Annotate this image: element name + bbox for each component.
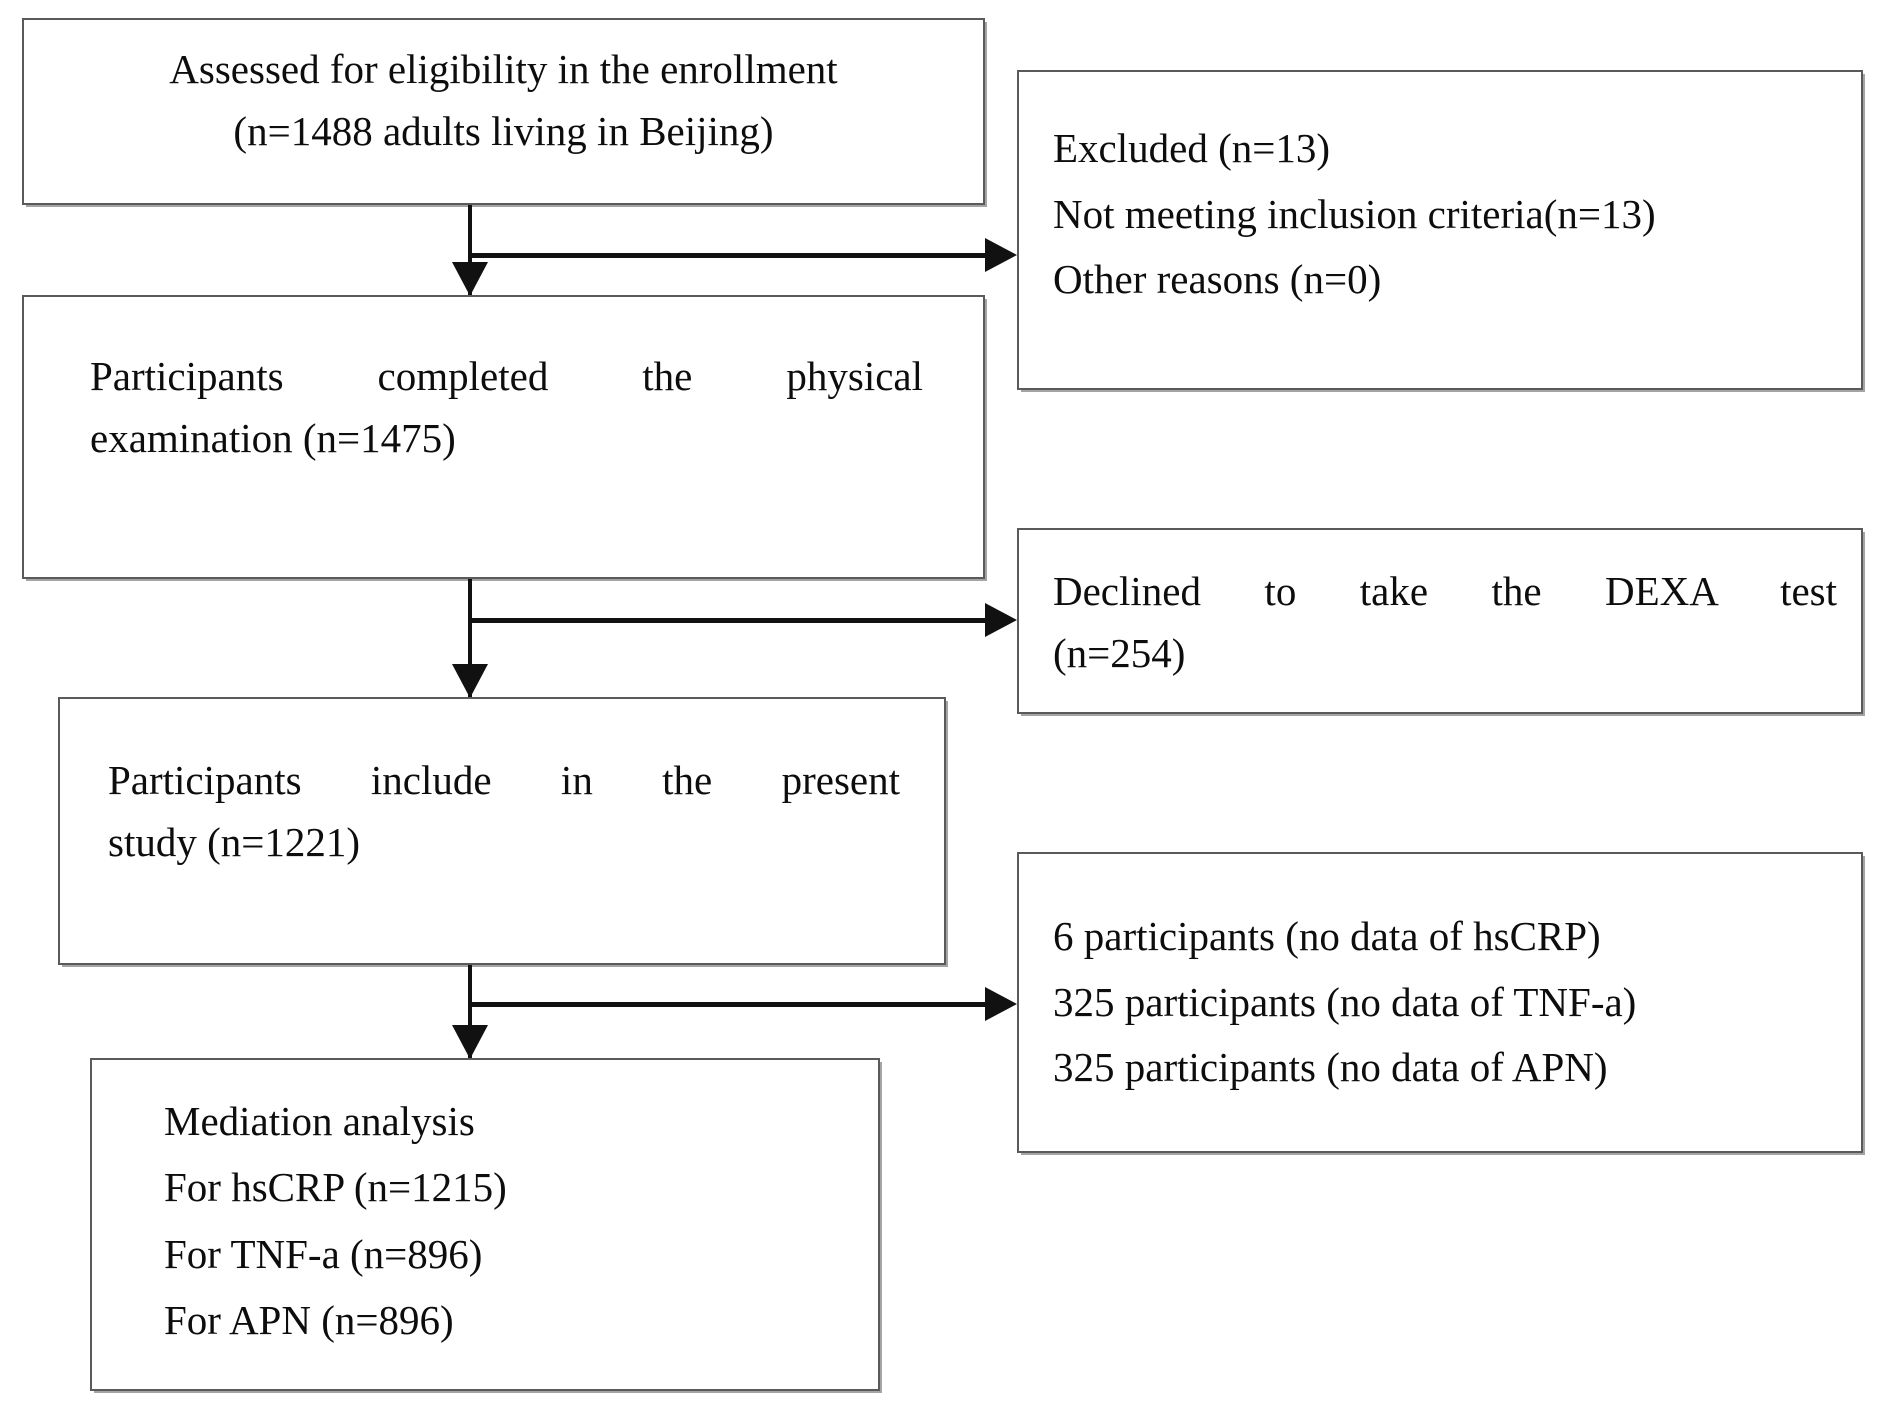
excluded-line-2: Not meeting inclusion criteria(n=13)	[1053, 190, 1656, 237]
node-physical-exam-text: Participants completed the physical exam…	[24, 345, 983, 470]
node-excluded: Excluded (n=13) Not meeting inclusion cr…	[1017, 70, 1863, 390]
connector-stem-eligibility-to-physical-exam	[468, 205, 472, 295]
node-assessed-for-eligibility: Assessed for eligibility in the enrollme…	[22, 18, 985, 205]
arrowhead-right-to-missing-data	[985, 987, 1017, 1021]
node-included-text: Participants include in the present stud…	[60, 749, 944, 874]
node-missing-biomarker-data: 6 participants (no data of hsCRP) 325 pa…	[1017, 852, 1863, 1153]
node-excluded-text: Excluded (n=13) Not meeting inclusion cr…	[1019, 116, 1861, 313]
arrowhead-down-to-physical-exam	[452, 262, 488, 296]
declined-line-1: Declined to take the DEXA test	[1053, 568, 1837, 614]
node-mediation-analysis: Mediation analysis For hsCRP (n=1215) Fo…	[90, 1058, 880, 1391]
physical-exam-line-2: examination (n=1475)	[90, 415, 456, 462]
eligibility-line-2: (n=1488 adults living in Beijing)	[233, 108, 774, 155]
mediation-line-4: For APN (n=896)	[164, 1297, 454, 1344]
missing-data-line-2: 325 participants (no data of TNF-a)	[1053, 978, 1637, 1025]
mediation-line-3: For TNF-a (n=896)	[164, 1230, 483, 1277]
mediation-line-2: For hsCRP (n=1215)	[164, 1164, 507, 1211]
arrowhead-down-to-mediation	[452, 1025, 488, 1059]
excluded-line-3: Other reasons (n=0)	[1053, 256, 1382, 303]
eligibility-line-1: Assessed for eligibility in the enrollme…	[169, 46, 838, 92]
node-mediation-text: Mediation analysis For hsCRP (n=1215) Fo…	[92, 1088, 878, 1354]
node-participants-included-in-study: Participants include in the present stud…	[58, 697, 946, 965]
included-line-1: Participants include in the present	[108, 757, 900, 803]
connector-stem-included-to-mediation	[468, 965, 472, 1058]
node-declined-text: Declined to take the DEXA test (n=254)	[1019, 560, 1861, 685]
arrowhead-right-to-excluded	[985, 238, 1017, 272]
physical-exam-line-1: Participants completed the physical	[90, 353, 923, 399]
arrowhead-down-to-included	[452, 664, 488, 698]
mediation-line-1: Mediation analysis	[164, 1098, 475, 1144]
arrowhead-right-to-declined	[985, 603, 1017, 637]
connector-branch-to-excluded	[470, 253, 990, 258]
connector-branch-to-declined	[470, 618, 990, 623]
included-line-2: study (n=1221)	[108, 819, 361, 866]
connector-branch-to-missing-data	[470, 1002, 990, 1007]
node-assessed-for-eligibility-text: Assessed for eligibility in the enrollme…	[24, 38, 983, 163]
node-missing-data-text: 6 participants (no data of hsCRP) 325 pa…	[1019, 904, 1861, 1101]
declined-line-2: (n=254)	[1053, 630, 1186, 677]
node-participants-completed-physical-examination: Participants completed the physical exam…	[22, 295, 985, 579]
missing-data-line-1: 6 participants (no data of hsCRP)	[1053, 913, 1601, 959]
missing-data-line-3: 325 participants (no data of APN)	[1053, 1044, 1608, 1091]
node-declined-dexa-test: Declined to take the DEXA test (n=254)	[1017, 528, 1863, 714]
connector-stem-physical-exam-to-included	[468, 579, 472, 697]
excluded-line-1: Excluded (n=13)	[1053, 125, 1331, 171]
